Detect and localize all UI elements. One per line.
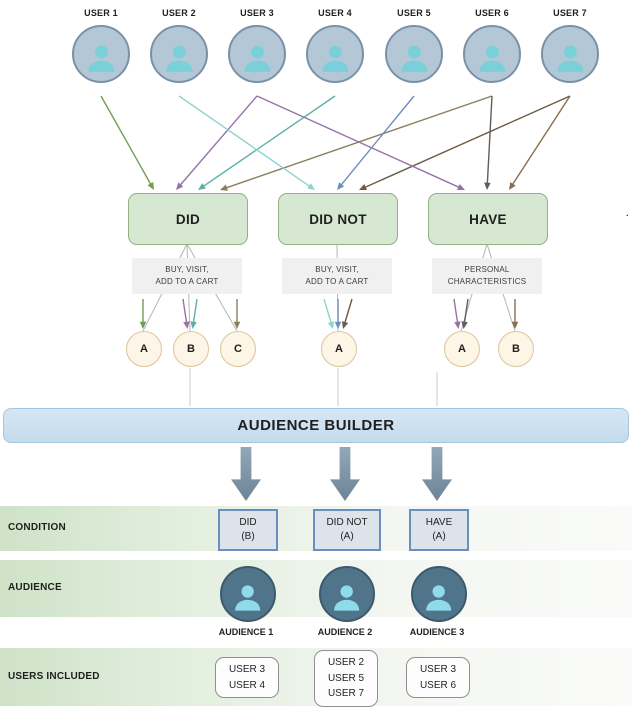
audience-label-1: AUDIENCE 1 [218,627,274,637]
person-icon [426,585,452,611]
person-icon [243,45,271,72]
included-user: USER 7 [327,688,365,699]
user-node: USER 7 [531,8,609,83]
user-avatar [306,25,364,83]
person-icon [478,45,506,72]
user-node: USER 4 [296,8,374,83]
sub-line: PERSONAL [464,265,510,274]
user-node: USER 1 [62,8,140,83]
option-circle-have-a: A [444,331,480,367]
user-avatar [541,25,599,83]
result-condition-2: DID NOT (A) [313,509,381,551]
person-icon [321,45,349,72]
user-label: USER 2 [162,8,196,18]
option-circle-have-b: B [498,331,534,367]
person-icon [334,585,360,611]
option-circle-did-c: C [220,331,256,367]
condition-name: DID NOT [326,517,368,528]
user-node: USER 2 [140,8,218,83]
row-label-audience: AUDIENCE [8,582,62,593]
person-icon [400,45,428,72]
user-label: USER 4 [318,8,352,18]
audience-avatar-1 [220,566,276,622]
person-icon [556,45,584,72]
audience-label-2: AUDIENCE 2 [317,627,373,637]
down-arrow-icon [330,447,360,501]
verb-sub-did: BUY, VISIT, ADD TO A CART [132,258,242,294]
verb-box-did-not: DID NOT [278,193,398,245]
audience-label-3: AUDIENCE 3 [409,627,465,637]
person-icon [235,585,261,611]
included-user: USER 2 [327,657,365,668]
user-avatar [150,25,208,83]
user-node: USER 6 [453,8,531,83]
sub-line: ADD TO A CART [155,277,219,286]
user-label: USER 3 [240,8,274,18]
stray-dot: . [625,205,629,219]
sub-line: CHARACTERISTICS [447,277,527,286]
condition-ref: (B) [241,531,255,542]
sub-line: BUY, VISIT, [165,265,209,274]
audience-builder-bar: AUDIENCE BUILDER [3,408,629,443]
down-arrow-icon [231,447,261,501]
users-included-box-3: USER 3 USER 6 [406,657,470,698]
user-avatar [463,25,521,83]
verb-box-have: HAVE [428,193,548,245]
included-user: USER 3 [419,664,457,675]
row-label-users-included: USERS INCLUDED [8,671,100,682]
option-circle-didnot-a: A [321,331,357,367]
user-avatar [72,25,130,83]
users-included-box-1: USER 3 USER 4 [215,657,279,698]
user-node: USER 5 [375,8,453,83]
audience-avatar-3 [411,566,467,622]
sub-line: BUY, VISIT, [315,265,359,274]
verb-box-did: DID [128,193,248,245]
user-label: USER 5 [397,8,431,18]
user-avatar [385,25,443,83]
condition-name: HAVE [425,517,453,528]
verb-sub-have: PERSONAL CHARACTERISTICS [432,258,542,294]
audience-band [0,560,632,617]
user-node: USER 3 [218,8,296,83]
condition-ref: (A) [432,531,446,542]
person-icon [165,45,193,72]
user-label: USER 1 [84,8,118,18]
verb-sub-did-not: BUY, VISIT, ADD TO A CART [282,258,392,294]
row-label-condition: CONDITION [8,522,66,533]
option-circle-did-a: A [126,331,162,367]
audience-avatar-2 [319,566,375,622]
result-condition-1: DID (B) [218,509,278,551]
included-user: USER 3 [228,664,266,675]
included-user: USER 6 [419,679,457,691]
person-icon [87,45,115,72]
user-label: USER 7 [553,8,587,18]
condition-name: DID [239,517,257,528]
result-condition-3: HAVE (A) [409,509,469,551]
included-user: USER 4 [228,679,266,691]
sub-line: ADD TO A CART [305,277,369,286]
option-circle-did-b: B [173,331,209,367]
user-label: USER 6 [475,8,509,18]
condition-ref: (A) [340,531,354,542]
included-user: USER 5 [327,672,365,684]
down-arrow-icon [422,447,452,501]
users-included-box-2: USER 2 USER 5 USER 7 [314,650,378,707]
user-avatar [228,25,286,83]
